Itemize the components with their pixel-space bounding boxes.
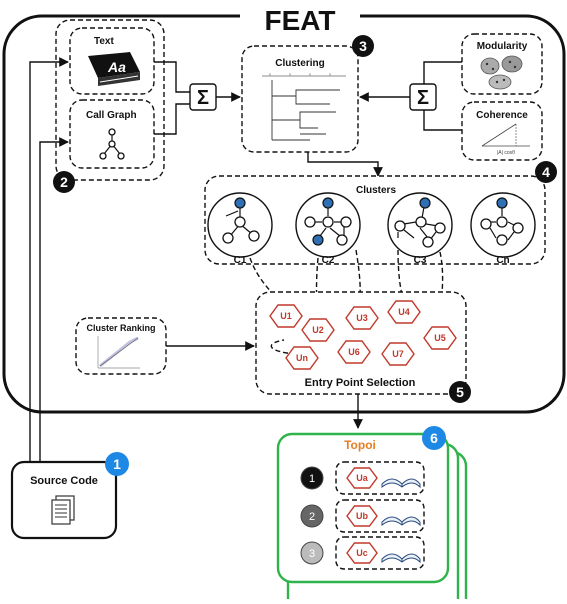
svg-text:4: 4: [542, 164, 550, 180]
rank-badge: [300, 504, 324, 528]
coherence-formula: |A| cosθ: [497, 150, 515, 156]
callgraph-label: Call Graph: [86, 110, 137, 121]
unit-label: U4: [398, 307, 410, 317]
unit-label: U1: [280, 311, 292, 321]
source-to-callgraph-arrow: [39, 137, 69, 462]
unit-hexagon-u5: U5: [423, 326, 457, 350]
unit-hexagon-u1: U1: [269, 304, 303, 328]
cluster-ranking-label: Cluster Ranking: [86, 323, 155, 333]
sigma-right: Σ: [409, 83, 437, 111]
cluster-c3: C3: [387, 192, 453, 266]
unit-hexagon-u2: U2: [301, 318, 335, 342]
modularity-label: Modularity: [477, 41, 528, 52]
callgraph-to-sigma-connector: [154, 103, 190, 135]
svg-text:Σ: Σ: [197, 87, 209, 109]
text-label: Text: [94, 36, 114, 47]
svg-text:Σ: Σ: [417, 87, 429, 109]
unit-hexagon-u6: U6: [337, 340, 371, 364]
rank-number: 1: [309, 473, 315, 485]
clustering-to-clusters-arrow: [307, 152, 383, 177]
svg-text:2: 2: [60, 174, 68, 190]
un-connector: [270, 339, 297, 355]
source-to-text-arrow: [29, 57, 69, 462]
unit-hexagon-u7: U7: [381, 342, 415, 366]
topoi-unit-label: Ub: [356, 511, 368, 521]
scatter-plot-icon: [97, 336, 140, 369]
unit-label: U3: [356, 313, 368, 323]
clusters-box: [204, 175, 546, 265]
step-badge-5: 5: [449, 381, 471, 403]
coherence-box: [461, 101, 543, 161]
topoi-unit-label: Uc: [356, 548, 368, 558]
unit-label: Un: [296, 353, 308, 363]
text-to-sigma-connector: [154, 61, 190, 93]
step-badge-1-circle: [105, 452, 129, 476]
topoi-label: Topoi: [344, 438, 376, 452]
coherence-icon: |A| cosθ: [481, 123, 530, 156]
clustering-box: [241, 45, 359, 153]
svg-text:6: 6: [430, 430, 438, 446]
modularity-to-sigma-connector: [423, 61, 462, 84]
step-badge-4: 4: [535, 161, 557, 183]
title-mask: [240, 2, 360, 36]
cluster-cn: Cn: [470, 192, 536, 266]
step-badge-1: 1: [105, 452, 129, 476]
open-book-icon: [381, 553, 421, 564]
cluster-label-cn: Cn: [496, 255, 509, 266]
unit-label: U2: [312, 325, 324, 335]
topoi-row-ub: 2 Ub: [300, 499, 425, 533]
dendrogram-icon: [262, 73, 346, 141]
unit-label: U5: [434, 333, 446, 343]
cluster-label-c1: C1: [234, 255, 247, 266]
source-code-label: Source Code: [30, 475, 98, 487]
svg-text:5: 5: [456, 384, 464, 400]
rank-badge: [300, 541, 324, 565]
topoi-unit-label: Ua: [356, 473, 368, 483]
cluster-c1: C1: [207, 192, 273, 266]
topoi-unit-hexagon: [346, 542, 378, 564]
topoi-unit-hexagon: [346, 467, 378, 489]
input-features-group: [55, 19, 165, 181]
open-book-icon: [381, 516, 421, 527]
rank-badge: [300, 466, 324, 490]
unit-hexagon-un: Un: [285, 346, 319, 370]
topoi-rows: 1 Ua 2 Ub 3 Uc: [300, 461, 425, 570]
clusters-label: Clusters: [356, 185, 396, 196]
step-badge-6: 6: [422, 426, 446, 450]
document-icon: [51, 495, 75, 525]
sigma-left: Σ: [189, 83, 217, 111]
graph-icon: [99, 128, 125, 160]
coherence-to-sigma-connector: [423, 110, 462, 131]
book-icon: Aa: [88, 52, 140, 86]
cluster-c2: C2: [295, 192, 361, 266]
topoi-unit-hexagon: [346, 505, 378, 527]
rank-number: 3: [309, 548, 315, 560]
step-badge-2: 2: [53, 171, 75, 193]
open-book-icon: [381, 478, 421, 489]
feat-title: FEAT: [264, 5, 335, 36]
cluster-label-c2: C2: [322, 255, 335, 266]
entry-point-label: Entry Point Selection: [305, 377, 416, 389]
topoi-row-ua: 1 Ua: [300, 461, 425, 495]
topoi-row-uc: 3 Uc: [300, 536, 425, 570]
rank-number: 2: [309, 511, 315, 523]
unit-hexagon-u3: U3: [345, 306, 379, 330]
svg-text:1: 1: [113, 456, 121, 472]
clustering-label: Clustering: [275, 58, 324, 69]
unit-label: U6: [348, 347, 360, 357]
step-badge-3: 3: [352, 35, 374, 57]
coherence-label: Coherence: [476, 110, 528, 121]
book-glyph: Aa: [107, 59, 126, 75]
unit-hexagon-u4: U4: [387, 300, 421, 324]
cluster-label-c3: C3: [414, 255, 427, 266]
modularity-icon: [480, 55, 523, 90]
svg-text:3: 3: [359, 38, 367, 54]
unit-label: U7: [392, 349, 404, 359]
